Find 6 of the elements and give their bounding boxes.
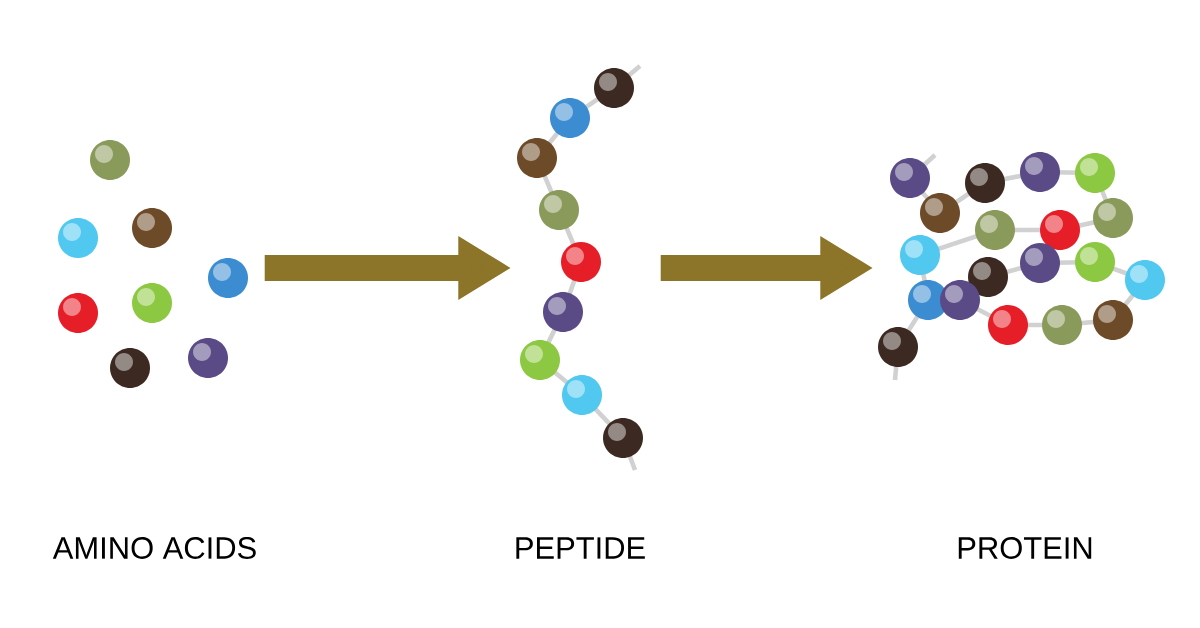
folded-bead-chain-drawing — [878, 152, 1165, 381]
caption-label: AMINO ACIDS — [52, 537, 256, 559]
bead-chain-drawing — [517, 64, 643, 471]
caption-label: PEPTIDE — [516, 537, 645, 559]
amino-acid-beads-drawing — [58, 140, 248, 388]
caption-label: PROTEIN — [958, 537, 1092, 559]
